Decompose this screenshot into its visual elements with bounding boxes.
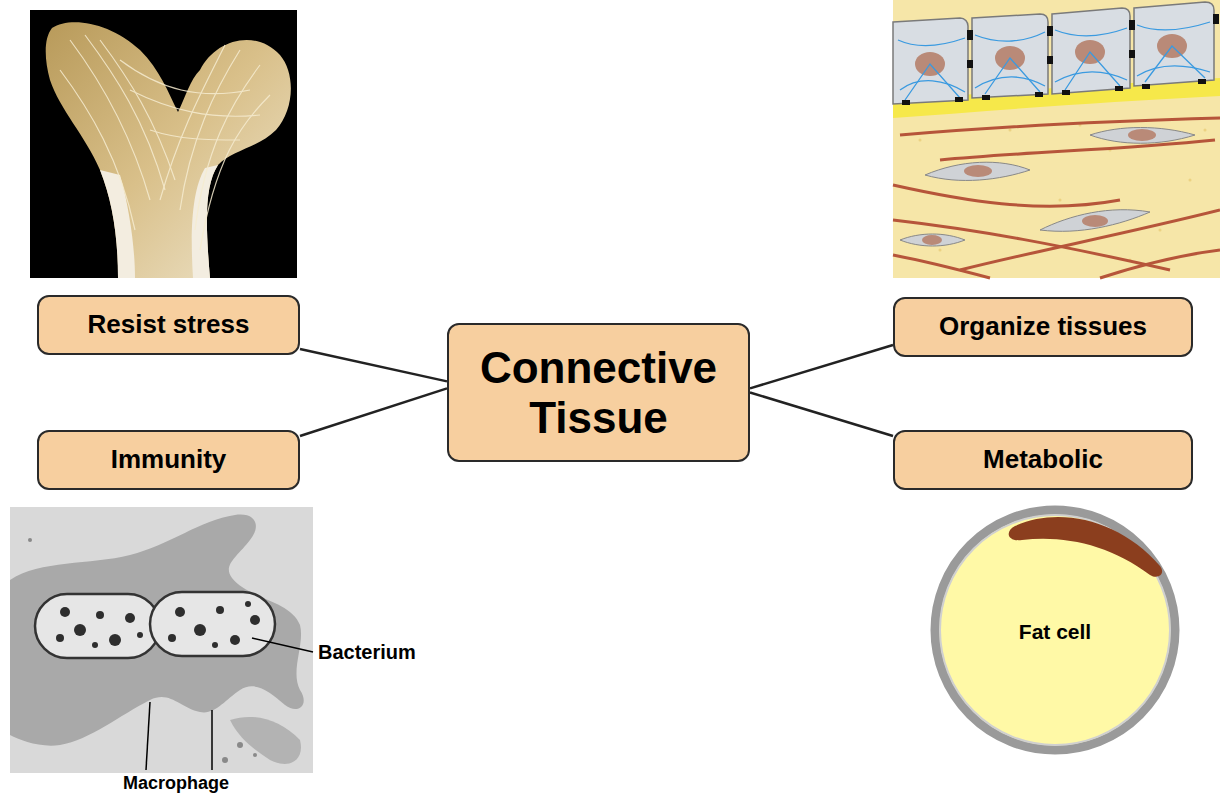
vesicles (28, 538, 257, 763)
box-label: Connective Tissue (463, 343, 734, 442)
function-box: Metabolic (893, 430, 1193, 490)
function-box: Resist stress (37, 295, 300, 355)
fibroblasts (900, 128, 1195, 247)
epithelium-drawing (893, 0, 1220, 278)
femur-photo (30, 10, 297, 278)
connector-line (300, 349, 447, 381)
cortical-bone (100, 170, 135, 278)
matrix (893, 0, 1220, 278)
function-box: Immunity (37, 430, 300, 490)
connector-stroke (300, 388, 447, 436)
macrophage-cell (10, 515, 304, 746)
cytoskeleton (898, 22, 1210, 100)
connector-stroke (300, 349, 447, 381)
callout-label: Macrophage (123, 773, 229, 794)
function-box: Organize tissues (893, 297, 1193, 357)
box-label: Organize tissues (939, 312, 1147, 341)
fat-cell-membrane (935, 510, 1175, 750)
box-label: Metabolic (983, 445, 1103, 474)
connector-stroke (750, 345, 893, 388)
bacterium (35, 592, 275, 658)
pseudopod (230, 717, 301, 764)
box-label: Immunity (111, 445, 227, 474)
connector-line (750, 345, 893, 388)
collagen-fibers (893, 118, 1220, 278)
callout-label: Fat cell (1019, 620, 1091, 644)
epithelial-cells (893, 2, 1214, 104)
micrograph-background (10, 507, 313, 773)
fat-cell (935, 510, 1175, 750)
connector-line (300, 388, 447, 436)
cell-junctions (902, 14, 1219, 105)
nucleus (1009, 517, 1162, 577)
micrograph (10, 507, 313, 773)
photo-background (30, 10, 297, 278)
central-topic-box: Connective Tissue (447, 323, 750, 462)
callout-label: Bacterium (318, 641, 416, 664)
femur-bone (46, 22, 291, 278)
trabeculae (60, 35, 270, 250)
fat-cell-cytoplasm (940, 515, 1170, 745)
connector-line (750, 393, 893, 437)
box-label: Resist stress (88, 310, 250, 339)
leader-lines (146, 638, 313, 770)
connector-stroke (750, 393, 893, 437)
